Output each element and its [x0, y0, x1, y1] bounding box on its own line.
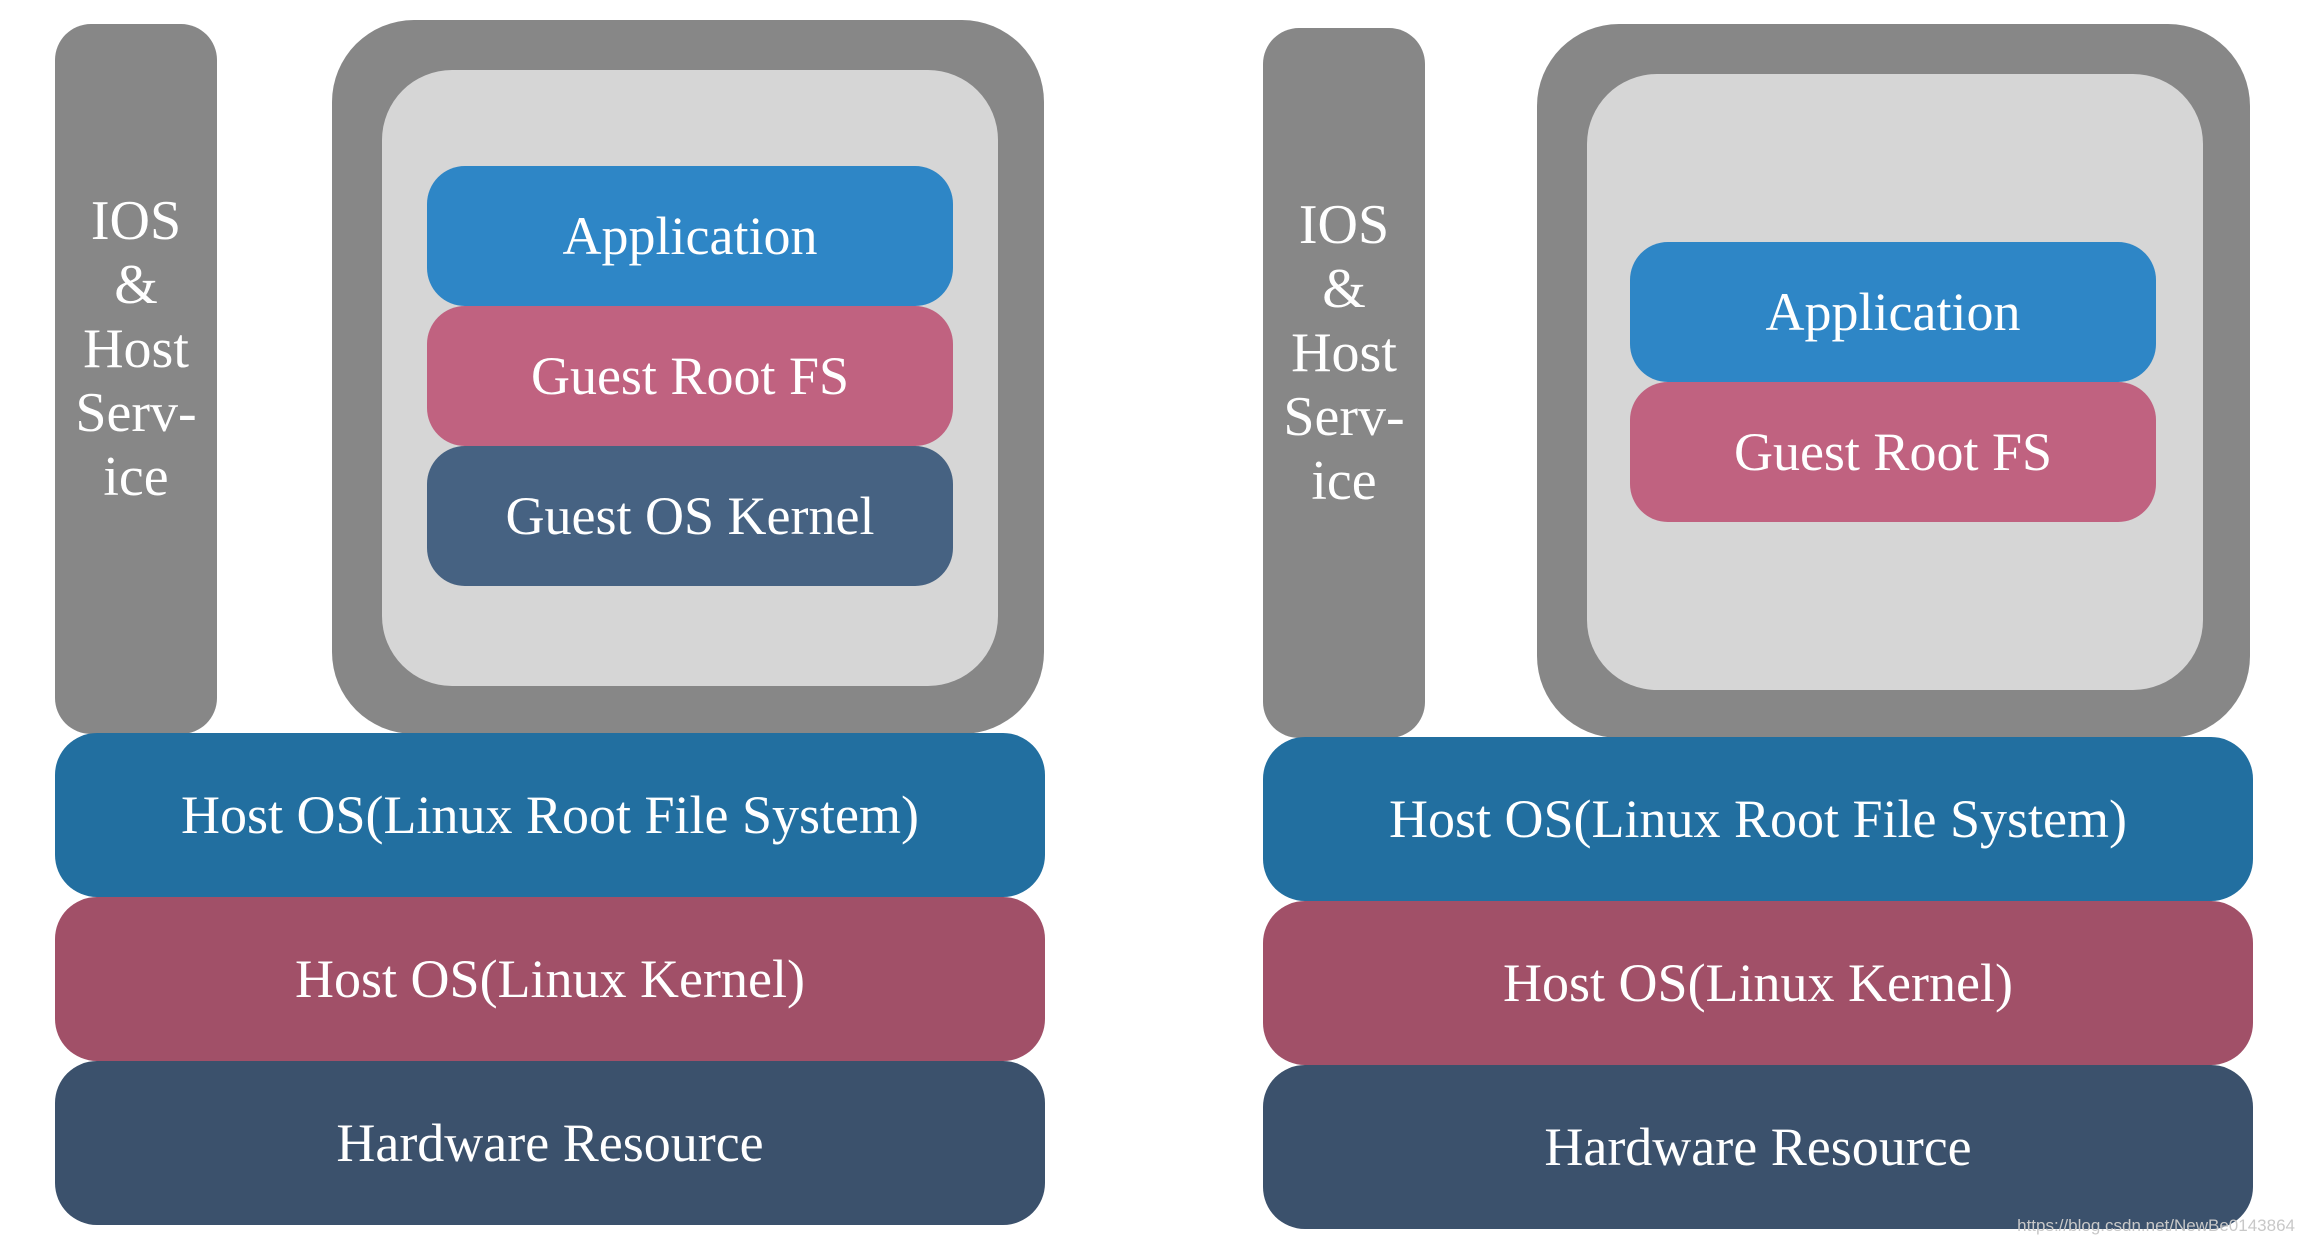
service-label-line: & — [1322, 258, 1366, 320]
application-layer: Application — [427, 166, 953, 306]
service-label-line: Host — [1291, 322, 1397, 384]
host-os-kernel-layer: Host OS(Linux Kernel) — [55, 897, 1045, 1061]
service-label-line: IOS — [1298, 194, 1390, 256]
service-label-line: ice — [103, 446, 169, 508]
watermark-text: https://blog.csdn.net/NewBe0143864 — [2017, 1216, 2295, 1235]
guest-os-kernel-layer: Guest OS Kernel — [427, 446, 953, 586]
host-os-kernel-layer: Host OS(Linux Kernel) — [1263, 901, 2253, 1065]
container-diagram: IOS & Host Serv- ice Application Guest R… — [1260, 0, 2260, 1250]
service-label-line: Host — [83, 318, 189, 380]
host-os-root-fs-label: Host OS(Linux Root File System) — [1388, 789, 2128, 849]
hardware-resource-layer: Hardware Resource — [1263, 1065, 2253, 1229]
hardware-resource-label: Hardware Resource — [1544, 1117, 1972, 1177]
host-os-root-fs-layer: Host OS(Linux Root File System) — [1263, 737, 2253, 901]
service-label-line: IOS — [90, 190, 182, 252]
service-label-line: & — [114, 254, 158, 316]
application-label: Application — [562, 206, 818, 266]
application-layer: Application — [1630, 242, 2156, 382]
guest-os-kernel-label: Guest OS Kernel — [505, 486, 875, 546]
guest-root-fs-label: Guest Root FS — [1733, 422, 2053, 482]
hardware-resource-layer: Hardware Resource — [55, 1061, 1045, 1225]
host-os-kernel-label: Host OS(Linux Kernel) — [295, 949, 805, 1009]
host-os-root-fs-label: Host OS(Linux Root File System) — [180, 785, 920, 845]
application-label: Application — [1765, 282, 2021, 342]
guest-root-fs-layer: Guest Root FS — [1630, 382, 2156, 522]
ios-host-service-column: IOS & Host Serv- ice — [1263, 28, 1425, 738]
vm-diagram: IOS & Host Serv- ice Application Guest R… — [52, 0, 1052, 1250]
service-label-line: Serv- — [1283, 386, 1405, 448]
guest-root-fs-layer: Guest Root FS — [427, 306, 953, 446]
host-os-kernel-label: Host OS(Linux Kernel) — [1503, 953, 2013, 1013]
guest-root-fs-label: Guest Root FS — [530, 346, 850, 406]
service-label-line: Serv- — [75, 382, 197, 444]
hardware-resource-label: Hardware Resource — [336, 1113, 764, 1173]
service-label-line: ice — [1311, 450, 1377, 512]
ios-host-service-column: IOS & Host Serv- ice — [55, 24, 217, 734]
host-os-root-fs-layer: Host OS(Linux Root File System) — [55, 733, 1045, 897]
